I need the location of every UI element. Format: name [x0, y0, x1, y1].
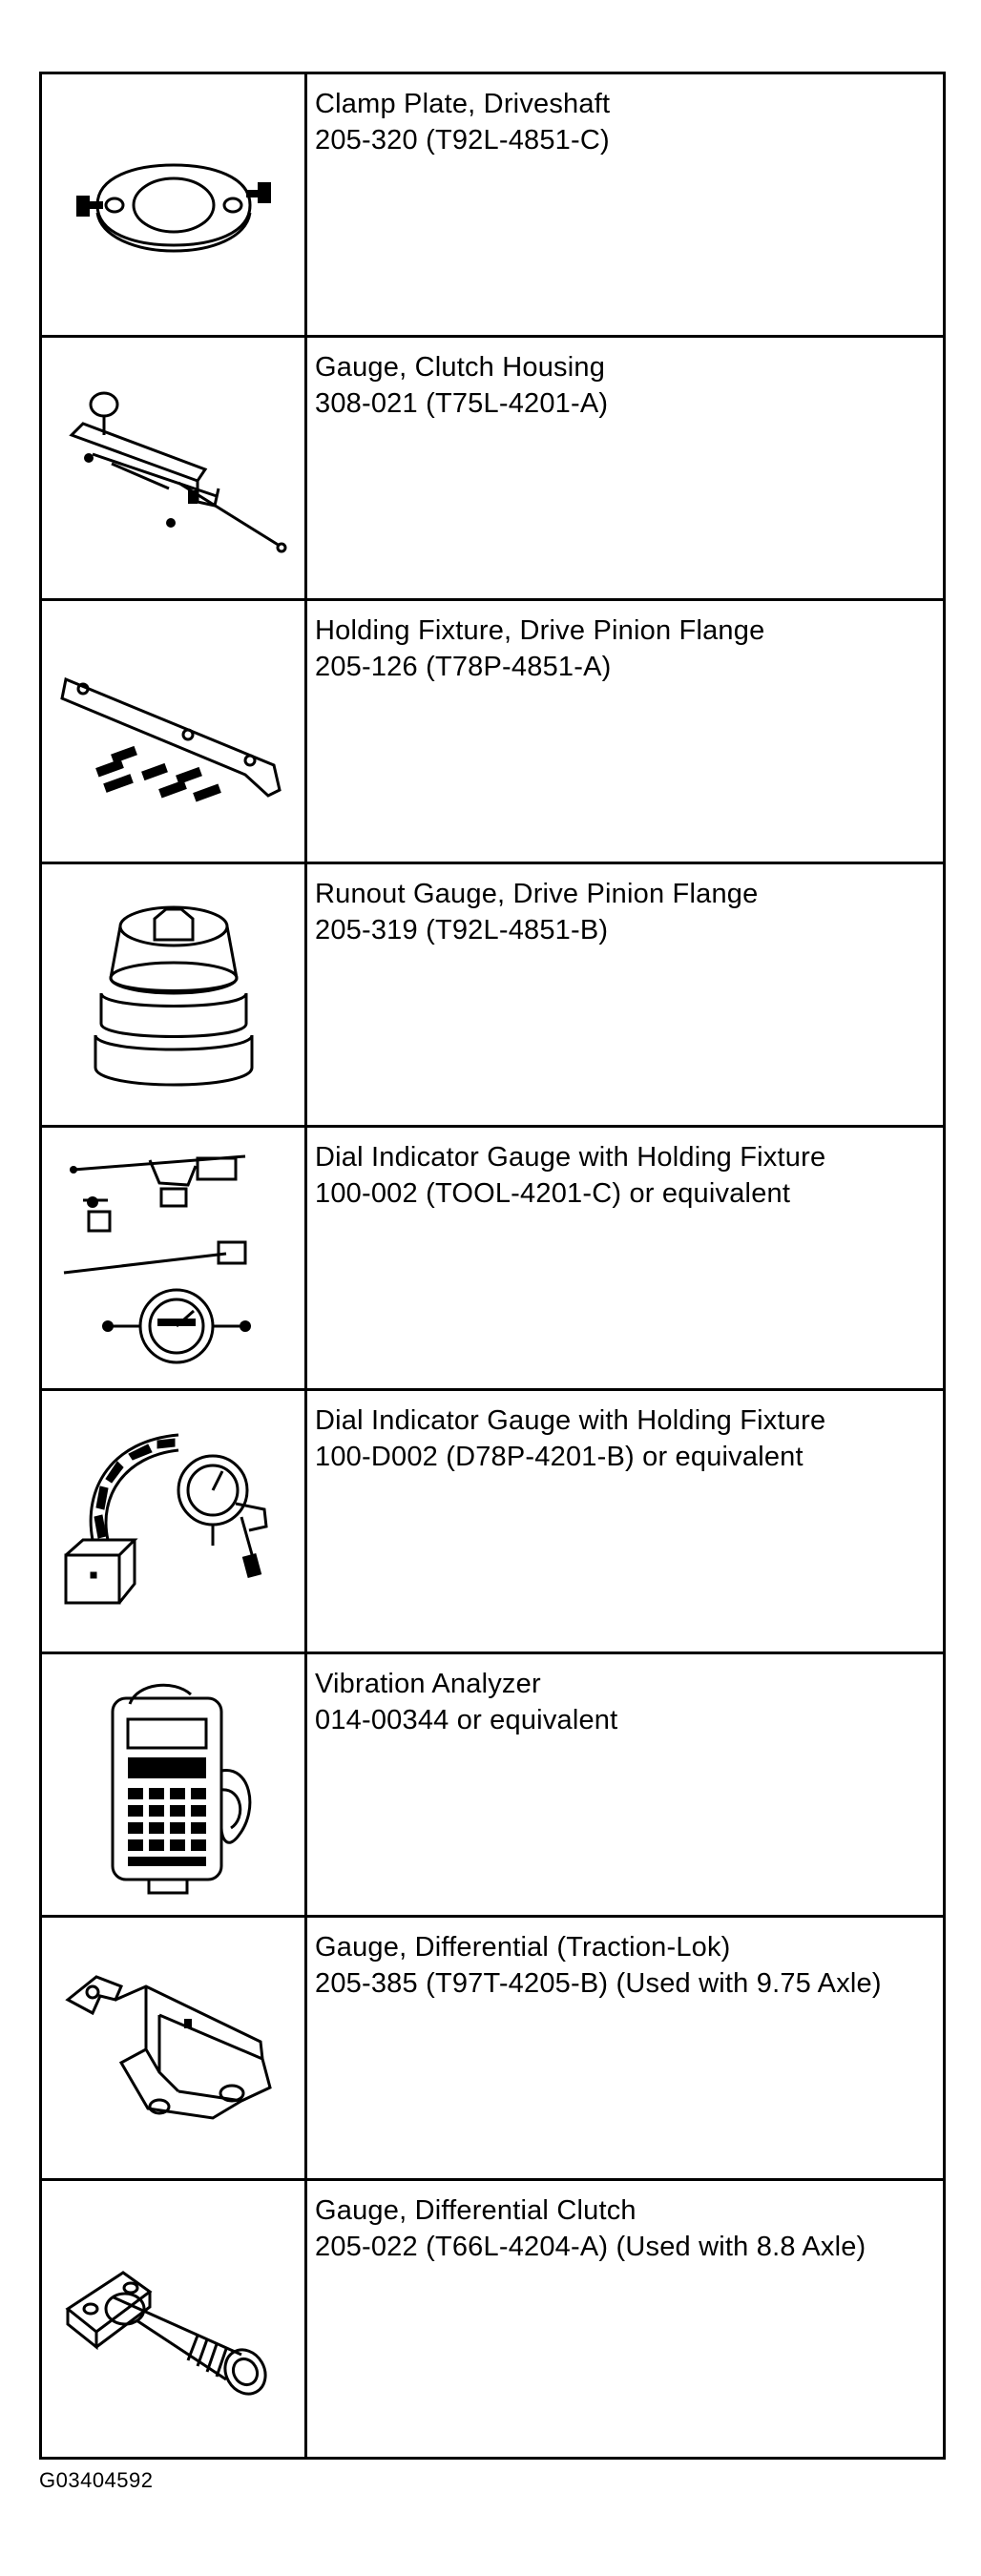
tool-description-cell: Dial Indicator Gauge with Holding Fixtur… [304, 1388, 946, 1654]
tool-number: 205-126 (T78P-4851-A) [315, 652, 612, 682]
tool-number: 205-319 (T92L-4851-B) [315, 915, 609, 945]
tool-name: Gauge, Differential (Traction-Lok) [315, 1932, 731, 1963]
tool-number: 100-002 (TOOL-4201-C) or equivalent [315, 1178, 791, 1209]
tool-number: 205-320 (T92L-4851-C) [315, 125, 610, 156]
figure-id: G03404592 [39, 2468, 154, 2492]
holding-fixture-icon [54, 651, 293, 801]
table-row: Gauge, Differential (Traction-Lok) 205-3… [39, 1915, 946, 2181]
tool-name: Dial Indicator Gauge with Holding Fixtur… [315, 1142, 826, 1173]
tool-illustration-cell [39, 1125, 307, 1391]
table-row: Vibration Analyzer 014-00344 or equivale… [39, 1652, 946, 1918]
magnetic-dial-indicator-icon [54, 1412, 293, 1631]
tool-illustration-cell [39, 1915, 307, 2181]
tool-description-cell: Dial Indicator Gauge with Holding Fixtur… [304, 1125, 946, 1391]
clutch-housing-gauge-icon [54, 378, 293, 559]
tool-illustration-cell [39, 1388, 307, 1654]
tool-description-cell: Vibration Analyzer 014-00344 or equivale… [304, 1652, 946, 1918]
table-row: Holding Fixture, Drive Pinion Flange 205… [39, 598, 946, 864]
table-row: Gauge, Differential Clutch 205-022 (T66L… [39, 2178, 946, 2460]
tool-illustration-cell [39, 1652, 307, 1918]
tool-name: Gauge, Clutch Housing [315, 352, 606, 383]
tool-number: 205-385 (T97T-4205-B) (Used with 9.75 Ax… [315, 1968, 882, 1999]
tool-name: Holding Fixture, Drive Pinion Flange [315, 615, 765, 646]
table-row: Runout Gauge, Drive Pinion Flange 205-31… [39, 862, 946, 1128]
tool-name: Clamp Plate, Driveshaft [315, 89, 611, 119]
clamp-plate-icon [75, 138, 271, 272]
table-row: Dial Indicator Gauge with Holding Fixtur… [39, 1125, 946, 1391]
tool-number: 014-00344 or equivalent [315, 1705, 618, 1735]
tool-illustration-cell [39, 862, 307, 1128]
runout-gauge-icon [69, 890, 279, 1100]
tool-description-cell: Gauge, Differential Clutch 205-022 (T66L… [304, 2178, 946, 2460]
differential-clutch-gauge-icon [54, 2229, 293, 2410]
tool-number: 308-021 (T75L-4201-A) [315, 388, 609, 419]
special-tools-table: Clamp Plate, Driveshaft 205-320 (T92L-48… [39, 72, 946, 2460]
tool-name: Runout Gauge, Drive Pinion Flange [315, 879, 759, 909]
vibration-analyzer-icon [69, 1666, 279, 1904]
tool-illustration-cell [39, 335, 307, 601]
tool-name: Vibration Analyzer [315, 1669, 541, 1699]
tool-number: 205-022 (T66L-4204-A) (Used with 8.8 Axl… [315, 2232, 866, 2262]
tool-description-cell: Gauge, Clutch Housing 308-021 (T75L-4201… [304, 335, 946, 601]
dial-indicator-kit-icon [54, 1139, 251, 1378]
table-row: Dial Indicator Gauge with Holding Fixtur… [39, 1388, 946, 1654]
tool-number: 100-D002 (D78P-4201-B) or equivalent [315, 1442, 804, 1472]
tool-name: Gauge, Differential Clutch [315, 2195, 637, 2226]
tool-illustration-cell [39, 598, 307, 864]
tool-description-cell: Gauge, Differential (Traction-Lok) 205-3… [304, 1915, 946, 2181]
table-row: Gauge, Clutch Housing 308-021 (T75L-4201… [39, 335, 946, 601]
tool-illustration-cell [39, 2178, 307, 2460]
differential-gauge-icon [54, 1958, 293, 2139]
table-row: Clamp Plate, Driveshaft 205-320 (T92L-48… [39, 72, 946, 338]
tool-illustration-cell [39, 72, 307, 338]
tool-description-cell: Clamp Plate, Driveshaft 205-320 (T92L-48… [304, 72, 946, 338]
tool-description-cell: Runout Gauge, Drive Pinion Flange 205-31… [304, 862, 946, 1128]
tool-name: Dial Indicator Gauge with Holding Fixtur… [315, 1405, 826, 1436]
tool-description-cell: Holding Fixture, Drive Pinion Flange 205… [304, 598, 946, 864]
